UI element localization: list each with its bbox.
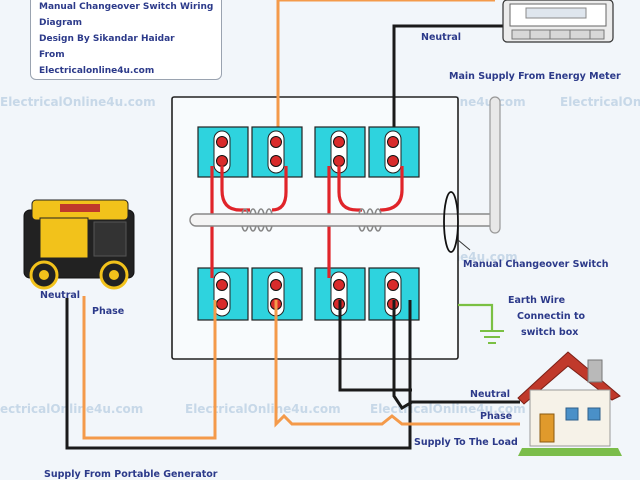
label-changeover-switch: Manual Changeover Switch bbox=[463, 259, 609, 270]
wire-output-left bbox=[338, 300, 412, 392]
wire-phase-load bbox=[274, 300, 520, 428]
energy-meter-icon bbox=[502, 0, 614, 43]
switch-shaft bbox=[189, 213, 497, 227]
terminal-block-bottom-left bbox=[197, 267, 303, 321]
website-line: Electricalonline4u.com bbox=[39, 66, 155, 76]
label-neutral-top: Neutral bbox=[421, 32, 462, 43]
label-load-neutral: Neutral bbox=[470, 389, 511, 400]
wire-neutral-load bbox=[392, 300, 520, 411]
designer-line: Design By Sikandar Haidar bbox=[39, 34, 175, 44]
label-supply-load: Supply To The Load bbox=[414, 437, 518, 448]
watermark: ElectricalOnline4u.com bbox=[560, 95, 640, 109]
watermark: ElectricalOnline4u.com bbox=[185, 402, 341, 416]
label-load-phase: Phase bbox=[480, 411, 513, 422]
wire-phase-meter bbox=[276, 0, 495, 140]
title-line: Manual Changeover Switch Wiring bbox=[39, 2, 214, 12]
terminal-block-top-left bbox=[197, 126, 303, 178]
lever-ring bbox=[443, 191, 459, 253]
wire-neutral-generator bbox=[65, 298, 412, 450]
wire-phase-generator bbox=[82, 296, 217, 440]
title-box: Manual Changeover Switch Wiring Diagram … bbox=[30, 0, 222, 80]
label-main-supply: Main Supply From Energy Meter bbox=[449, 71, 621, 82]
watermark: ElectricalOnline4u.com bbox=[0, 95, 156, 109]
label-generator-neutral: Neutral bbox=[40, 290, 81, 301]
lever-callout bbox=[457, 239, 471, 251]
wire-neutral-meter bbox=[392, 24, 505, 140]
earth-ground-icon bbox=[480, 330, 504, 344]
house-icon bbox=[517, 351, 622, 456]
label-earth-wire: Earth Wire bbox=[508, 295, 566, 306]
wire-earth bbox=[458, 303, 494, 330]
label-earth-wire: Connectin to bbox=[517, 311, 586, 322]
label-generator-phase: Phase bbox=[92, 306, 125, 317]
label-supply-generator: Supply From Portable Generator bbox=[44, 469, 218, 480]
watermark: ectricalOnline4u.com bbox=[0, 402, 144, 416]
label-earth-wire: switch box bbox=[521, 327, 579, 338]
from-line: From bbox=[39, 50, 65, 60]
title-line: Diagram bbox=[39, 18, 82, 28]
switch-lever bbox=[489, 96, 501, 234]
portable-generator-icon bbox=[23, 199, 135, 290]
